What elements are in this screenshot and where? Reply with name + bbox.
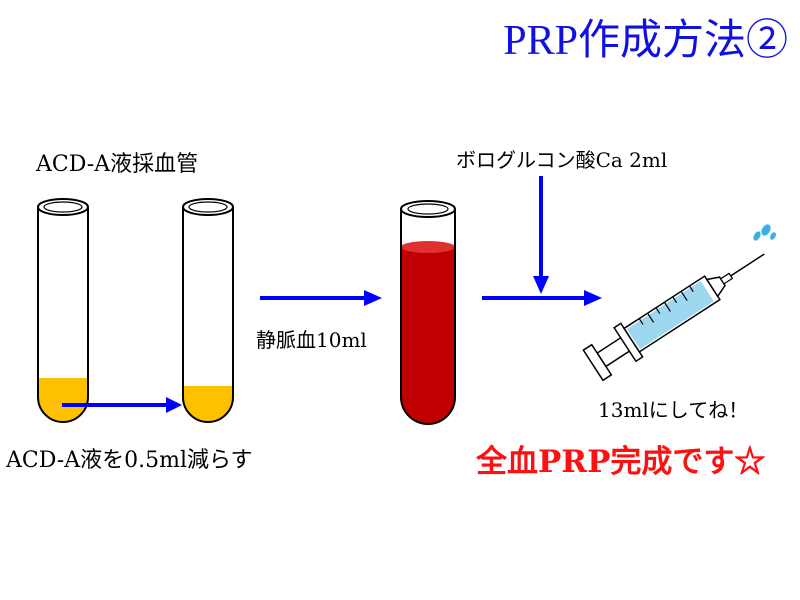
acd-tube-2: [182, 198, 234, 423]
result-text: 全血PRP完成です☆: [476, 444, 766, 480]
syringe-fluid: [626, 281, 714, 350]
acd-tube-1: [37, 198, 89, 423]
acd-tube-label: ACD-A液採血管: [36, 152, 199, 177]
arrow-reduce: [62, 397, 182, 413]
droplets-icon: [753, 224, 776, 241]
arrow-add-calcium: [533, 176, 549, 294]
blood-fill: [401, 246, 455, 424]
arrow-to-syringe: [482, 290, 602, 306]
reduce-acd-label: ACD-A液を0.5ml減らす: [6, 448, 253, 473]
arrow-draw-blood: [260, 290, 382, 306]
blood-tube: [400, 200, 456, 425]
volume-note: 13mlにしてね！: [598, 398, 749, 422]
blood-surface: [401, 241, 455, 253]
calcium-additive-label: ボログルコン酸Ca 2ml: [456, 148, 668, 172]
page-title: PRP作成方法②: [503, 18, 788, 64]
arrows: [62, 176, 602, 413]
syringe-icon: [582, 253, 765, 382]
venous-blood-label: 静脈血10ml: [256, 328, 367, 352]
